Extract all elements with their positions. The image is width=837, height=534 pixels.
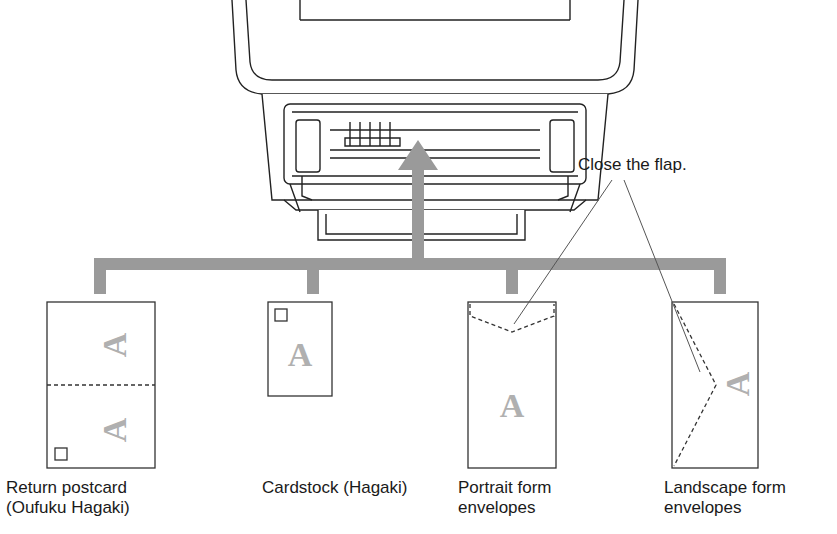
leader-lines (514, 180, 700, 372)
media-caption: Landscape form envelopes (664, 478, 832, 518)
sample-letter: A (720, 364, 756, 404)
sample-letter: A (492, 388, 532, 424)
sample-letter: A (97, 410, 133, 450)
media-caption: Cardstock (Hagaki) (262, 478, 412, 498)
media-caption: Return postcard (Oufuku Hagaki) (6, 478, 191, 518)
callout-text: Close the flap. (578, 155, 758, 175)
media-caption: Portrait form envelopes (458, 478, 608, 518)
sample-letter: A (97, 325, 133, 365)
sample-letter: A (280, 337, 320, 373)
printer-drawing (232, 0, 638, 240)
media-shapes (47, 302, 758, 468)
